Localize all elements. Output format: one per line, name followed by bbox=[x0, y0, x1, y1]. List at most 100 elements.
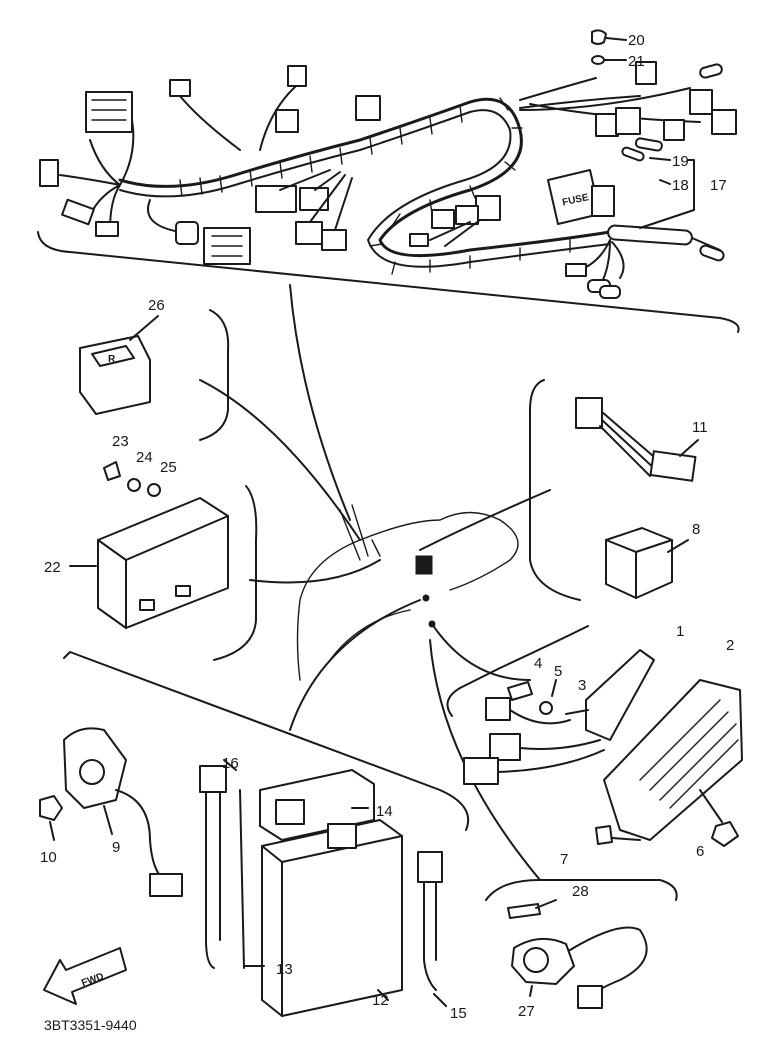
leader-part22 bbox=[249, 559, 381, 584]
frame-point-a bbox=[422, 594, 430, 602]
top-connector-c bbox=[275, 109, 299, 133]
callout-2: 2 bbox=[726, 637, 734, 654]
fuse-spare-18 bbox=[621, 146, 645, 162]
leader-harness-center bbox=[289, 284, 351, 521]
harness-wrap-segments bbox=[179, 97, 571, 275]
right-connector-c bbox=[431, 209, 455, 229]
bolt-7 bbox=[595, 825, 613, 845]
callout-18: 18 bbox=[672, 177, 689, 194]
top-right-connector-a bbox=[635, 61, 657, 85]
battery-leaders bbox=[223, 759, 447, 1007]
harness-group-bracket bbox=[37, 231, 740, 333]
callout-6: 6 bbox=[696, 843, 704, 860]
wire-harness-group: FUSE bbox=[37, 29, 740, 333]
control-unit-body bbox=[97, 497, 229, 629]
battery-lead-15 bbox=[423, 879, 437, 991]
regulator-group-bracket bbox=[446, 625, 589, 717]
frame-silhouette bbox=[296, 511, 519, 681]
callout-11: 11 bbox=[692, 419, 708, 436]
left-small-connector-b bbox=[61, 198, 95, 226]
fuse-box-label: FUSE bbox=[561, 192, 590, 208]
relay-26-top bbox=[91, 345, 135, 367]
switch-9-hub bbox=[79, 759, 105, 785]
parts-11-8-bracket bbox=[529, 379, 581, 601]
callout-labels: 1 2 3 4 5 6 7 8 9 10 11 12 13 14 15 16 1… bbox=[40, 32, 734, 1022]
center-connector-f bbox=[299, 187, 329, 211]
sensor-27-connector bbox=[577, 985, 603, 1009]
left-connector-block bbox=[85, 91, 133, 133]
top-right-connector-e bbox=[615, 107, 641, 135]
bolt-28 bbox=[507, 903, 541, 919]
drawing-code: 3BT3351-9440 bbox=[44, 1017, 137, 1033]
left-small-connector-a bbox=[39, 159, 59, 187]
callout-13: 13 bbox=[276, 961, 293, 978]
leader-battery bbox=[289, 599, 421, 731]
switch-9-wire bbox=[115, 789, 165, 881]
relay-26: R bbox=[79, 309, 230, 441]
callout-11-leader bbox=[679, 439, 699, 457]
bolt-4 bbox=[507, 681, 533, 701]
top-right-connector-b bbox=[689, 89, 713, 115]
top-right-wires bbox=[519, 77, 701, 123]
lead-11-connector-a bbox=[575, 397, 603, 429]
regulator-group bbox=[446, 625, 743, 847]
callout-4: 4 bbox=[534, 655, 542, 672]
nut-6 bbox=[711, 821, 739, 847]
regulator-2-fins bbox=[639, 699, 739, 809]
callout-7: 7 bbox=[560, 851, 568, 868]
callout-25: 25 bbox=[160, 459, 177, 476]
bolt-23 bbox=[103, 461, 121, 481]
frame-relay-mark bbox=[415, 555, 433, 575]
washer-5 bbox=[539, 701, 553, 715]
bullet-terminal-a bbox=[565, 263, 587, 277]
top-connector-a-wire bbox=[179, 95, 241, 151]
sensor-group-bracket bbox=[485, 879, 678, 901]
callout-16: 16 bbox=[222, 755, 239, 772]
callout-17: 17 bbox=[710, 177, 727, 194]
switch-9-connector bbox=[149, 873, 183, 897]
callout-20: 20 bbox=[628, 32, 645, 49]
regulator-wires bbox=[497, 709, 605, 773]
top-right-connector-f bbox=[663, 119, 685, 141]
right-connector-d bbox=[409, 233, 429, 247]
callout-8: 8 bbox=[692, 521, 700, 538]
connector-3b bbox=[489, 733, 521, 761]
switch-leaders bbox=[49, 805, 113, 841]
lower-loop-wire bbox=[147, 199, 181, 233]
control-unit-22 bbox=[97, 461, 258, 661]
leader-part26 bbox=[199, 379, 361, 541]
callout-27: 27 bbox=[518, 1003, 535, 1020]
fuse-box-cap bbox=[591, 185, 615, 217]
center-connector-h bbox=[321, 229, 347, 251]
callout-1: 1 bbox=[676, 623, 684, 640]
right-connector-b bbox=[455, 205, 479, 225]
leader-part27 bbox=[429, 639, 541, 881]
callout-23: 23 bbox=[112, 433, 129, 450]
callout-12: 12 bbox=[372, 992, 389, 1009]
control-unit-tab-b bbox=[175, 585, 191, 597]
callout-15: 15 bbox=[450, 1005, 467, 1022]
callout-26: 26 bbox=[148, 297, 165, 314]
top-right-connector-d bbox=[595, 113, 619, 137]
left-branch-wires bbox=[59, 109, 135, 231]
leader-lines-17-21 bbox=[603, 37, 695, 229]
battery-lead-16 bbox=[205, 789, 221, 969]
callout-3: 3 bbox=[578, 677, 586, 694]
frame-tubes bbox=[339, 504, 381, 561]
main-harness-trunk-edge bbox=[119, 109, 611, 268]
lead-11-wires bbox=[599, 411, 661, 477]
connector-3c bbox=[463, 757, 499, 785]
sensor-27-wire bbox=[569, 926, 648, 997]
top-connector-a bbox=[169, 79, 191, 97]
callout-10: 10 bbox=[40, 849, 57, 866]
center-connector-g bbox=[295, 221, 323, 245]
control-unit-edges bbox=[97, 515, 229, 629]
multi-pin-connector-pins bbox=[211, 235, 243, 257]
sensor-27-face bbox=[523, 947, 549, 973]
regulator-2 bbox=[603, 679, 743, 841]
battery-12-edges bbox=[261, 835, 403, 1017]
top-right-connector-c bbox=[711, 109, 737, 135]
right-connector-wires bbox=[429, 219, 481, 247]
nut-10 bbox=[39, 795, 63, 821]
callout-8-leader bbox=[667, 539, 689, 553]
